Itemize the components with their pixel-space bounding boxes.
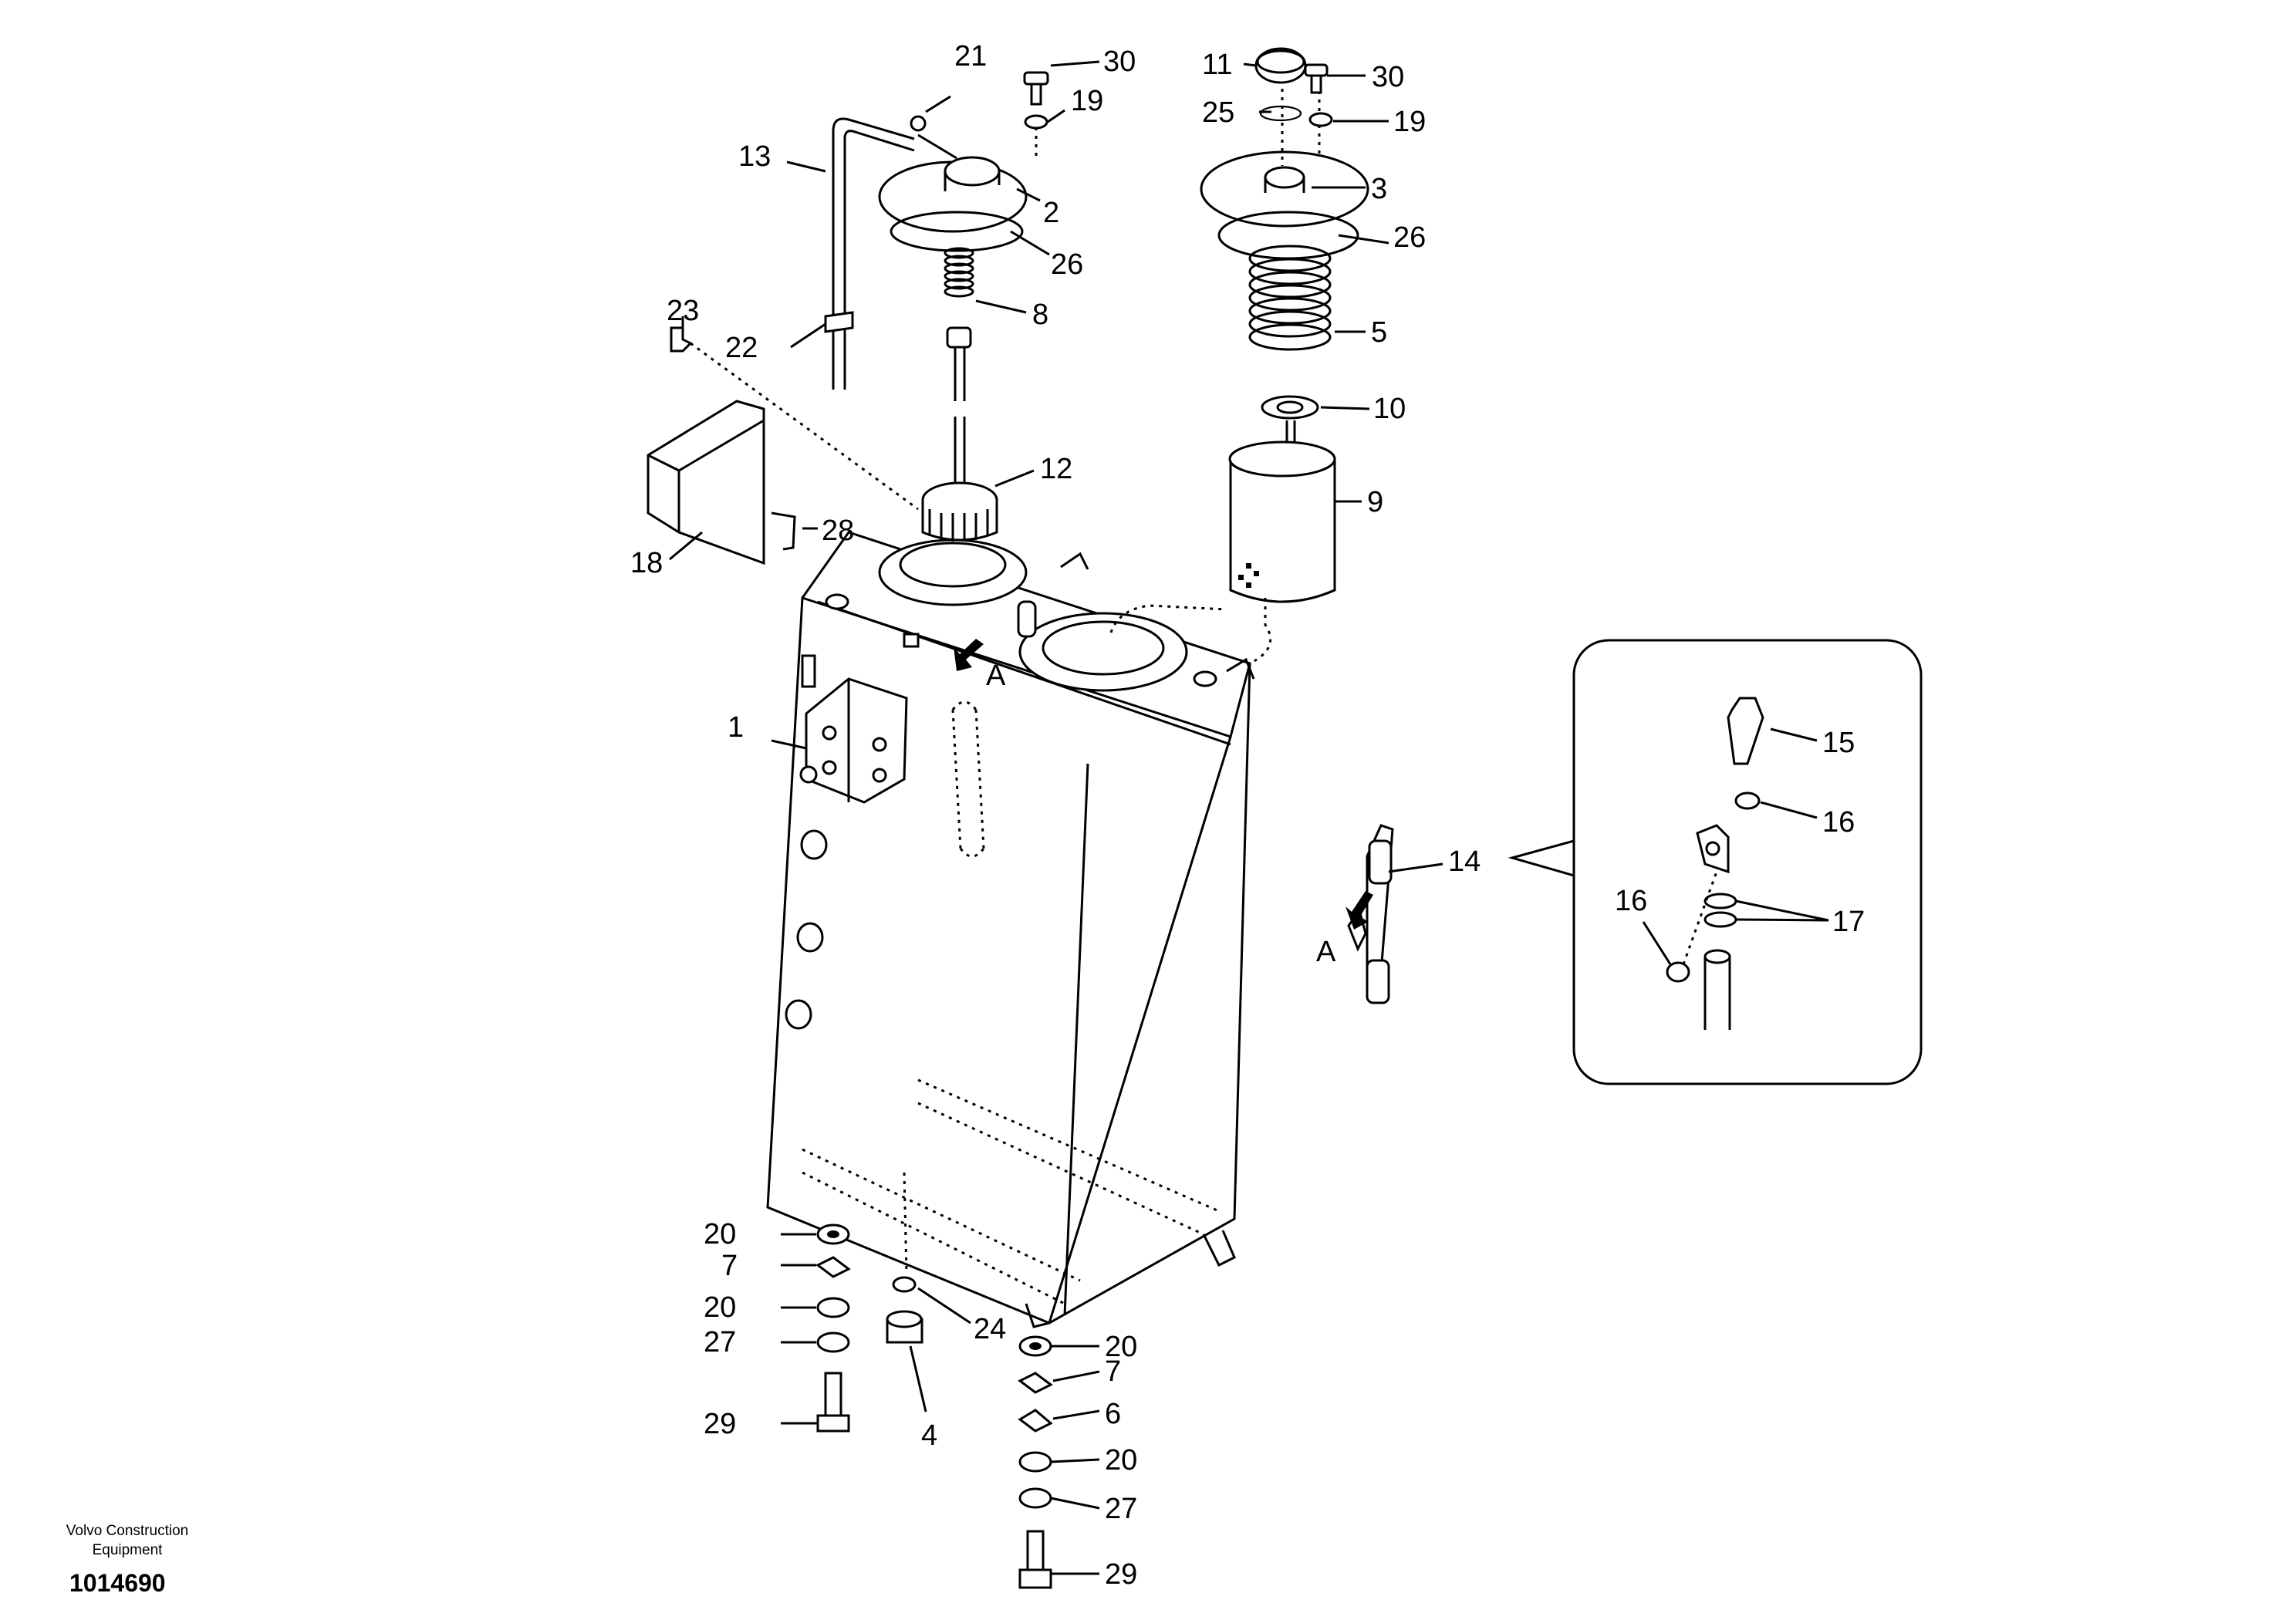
spring-icon: [944, 247, 974, 298]
callout-20: 20: [704, 1218, 736, 1250]
callout-16: 16: [1822, 806, 1855, 839]
view-arrow-icon: A: [1316, 891, 1373, 968]
callout-7: 7: [721, 1250, 738, 1282]
callout-26: 26: [1051, 248, 1083, 281]
callout-27: 27: [1105, 1493, 1137, 1525]
callout-6: 6: [1105, 1398, 1121, 1430]
spring-icon: [1248, 245, 1332, 351]
guard-bracket: [647, 326, 919, 565]
callout-22: 22: [725, 332, 758, 364]
leader-lines: [669, 60, 1829, 1575]
callout-19: 19: [1393, 106, 1426, 138]
callout-29: 29: [704, 1408, 736, 1440]
callout-2: 2: [1043, 197, 1059, 229]
callout-13: 13: [738, 140, 771, 173]
bottom-fasteners-right: [1018, 1335, 1053, 1589]
view-arrow-icon: A: [954, 639, 1006, 692]
callout-10: 10: [1373, 393, 1406, 425]
view-mark-a: A: [986, 660, 1006, 692]
callout-29: 29: [1105, 1558, 1137, 1591]
callout-1: 1: [728, 711, 744, 744]
callout-30: 30: [1103, 46, 1136, 78]
callout-3: 3: [1371, 173, 1387, 205]
callout-17: 17: [1832, 906, 1865, 938]
callout-20: 20: [1105, 1331, 1137, 1363]
callout-25: 25: [1202, 96, 1234, 129]
callout-18: 18: [630, 547, 663, 579]
callout-21: 21: [954, 40, 987, 73]
callout-20: 20: [704, 1291, 736, 1324]
return-filter-assembly: [1109, 47, 1369, 665]
callout-20: 20: [1105, 1444, 1137, 1477]
footer: Volvo Construction Equipment 1014690: [66, 1523, 188, 1597]
callout-19: 19: [1071, 85, 1103, 117]
callout-11: 11: [1202, 49, 1232, 81]
callout-7: 7: [1105, 1355, 1121, 1388]
hydraulic-tank: [766, 531, 1255, 1328]
callout-12: 12: [1040, 453, 1072, 485]
brand-line-1: Volvo Construction: [66, 1523, 188, 1539]
callout-28: 28: [822, 515, 854, 547]
callout-labels: 1 2 3 4 5 6 7 7 8 9 10 11 12 13 14 15 16…: [630, 40, 1865, 1591]
document-number: 1014690: [69, 1569, 166, 1597]
callout-27: 27: [704, 1326, 736, 1358]
level-gauge: [1347, 824, 1394, 1004]
callout-23: 23: [667, 295, 699, 327]
callout-8: 8: [1032, 299, 1048, 331]
callout-26: 26: [1393, 221, 1426, 254]
callout-4: 4: [921, 1419, 937, 1452]
callout-24: 24: [974, 1313, 1006, 1345]
bottom-fasteners-left: [815, 1223, 923, 1433]
callout-14: 14: [1448, 845, 1481, 878]
callout-9: 9: [1367, 486, 1383, 518]
brand-line-2: Equipment: [93, 1542, 164, 1558]
callout-5: 5: [1371, 316, 1387, 349]
callout-30: 30: [1372, 61, 1404, 93]
breather-strainer-assembly: [824, 71, 1049, 542]
view-mark-a: A: [1316, 936, 1336, 968]
callout-16: 16: [1615, 885, 1647, 917]
detail-box: [1508, 639, 1923, 1085]
callout-15: 15: [1822, 727, 1855, 759]
